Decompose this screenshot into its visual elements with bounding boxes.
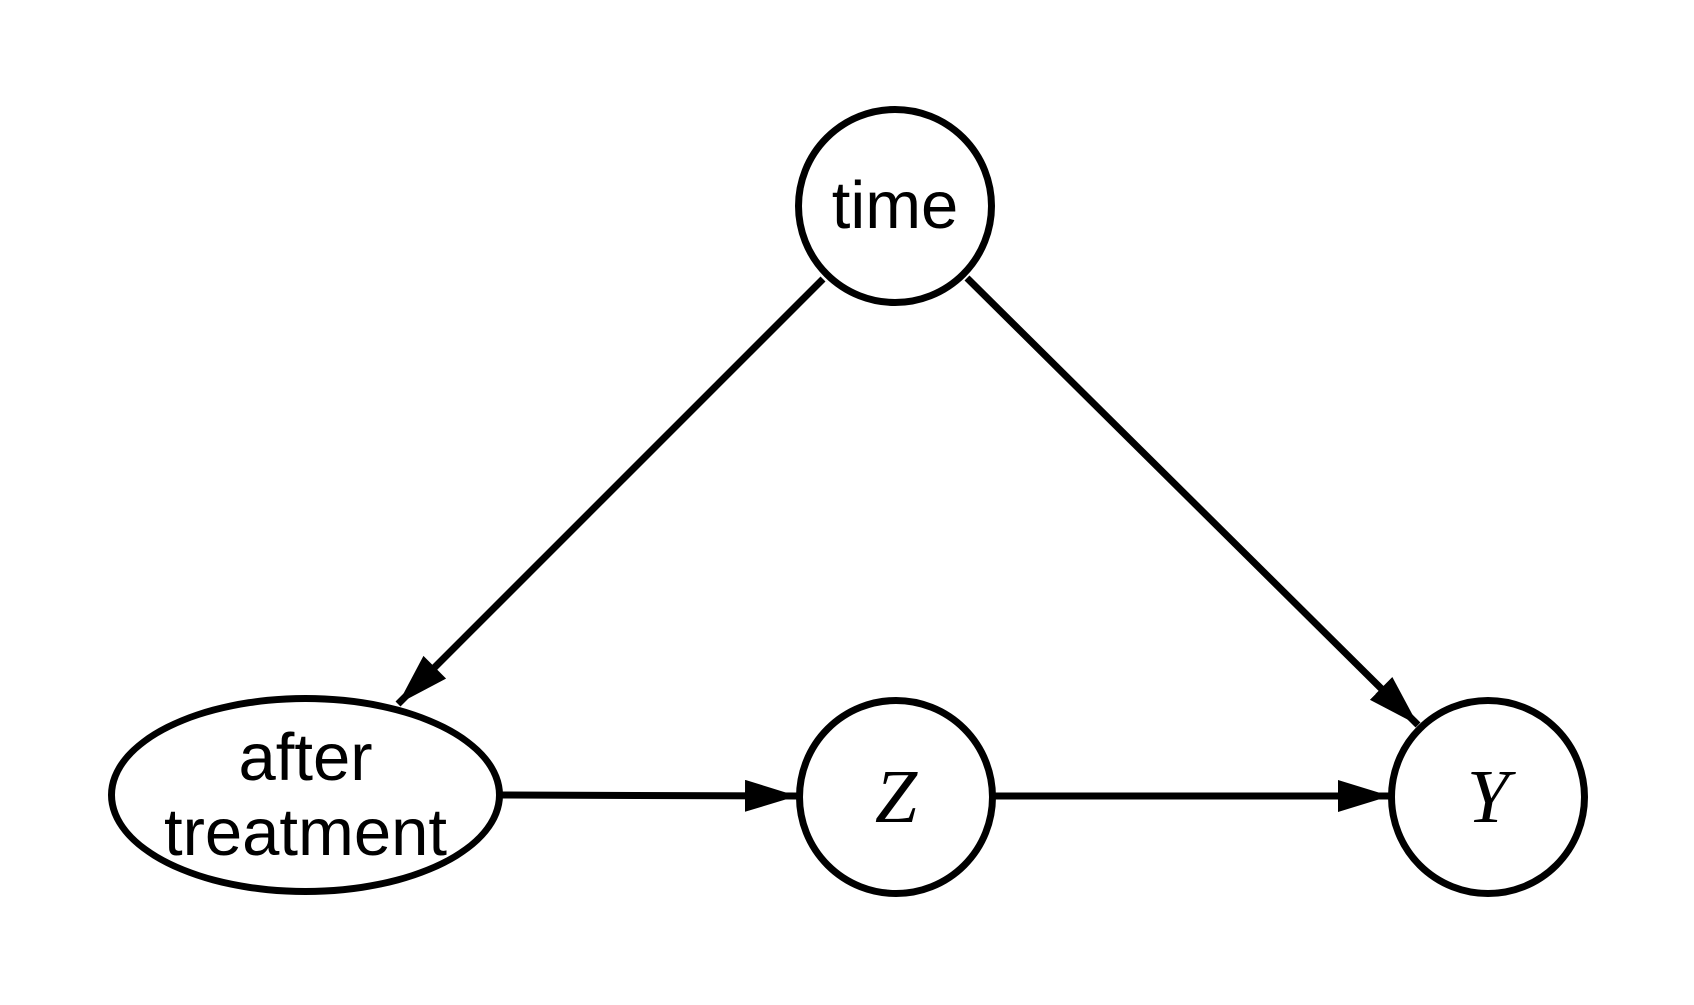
node-y-label: Y (1466, 755, 1510, 839)
node-time: time (795, 106, 995, 306)
edge-time-to-after-treatment-arrow (395, 276, 826, 707)
node-z-label: Z (874, 755, 918, 839)
edge-after-treatment-to-z-arrow (500, 779, 798, 812)
node-y: Y (1388, 697, 1588, 897)
edge-time-to-y-arrow (964, 275, 1421, 728)
node-time-label: time (831, 168, 959, 244)
node-after-treatment-label-line1: after (238, 719, 373, 795)
node-after-treatment: after treatment (108, 695, 503, 895)
node-after-treatment-label-line2: treatment (163, 795, 448, 870)
node-z: Z (796, 697, 996, 897)
